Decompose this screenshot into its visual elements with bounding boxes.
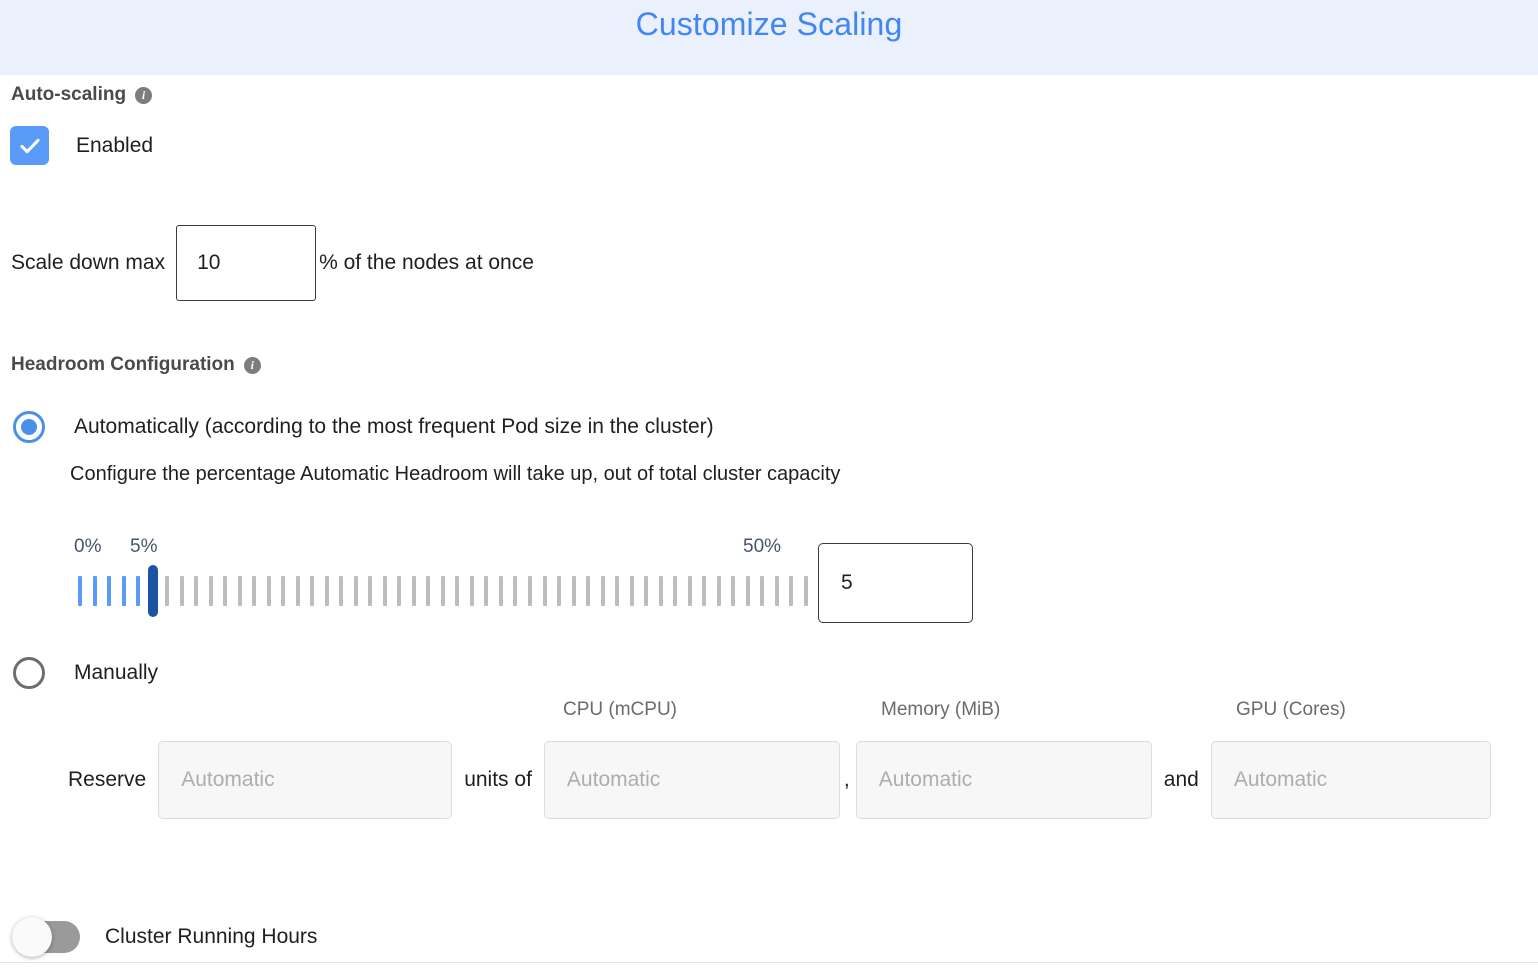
cluster-running-hours-row[interactable]: Cluster Running Hours bbox=[12, 917, 318, 957]
comma-separator: , bbox=[843, 768, 850, 791]
gpu-input[interactable]: Automatic bbox=[1210, 741, 1491, 819]
slider-thumb[interactable] bbox=[147, 565, 158, 617]
slider-tick bbox=[339, 576, 344, 606]
slider-tick bbox=[455, 576, 460, 606]
slider-tick bbox=[411, 576, 416, 606]
slider-tick bbox=[789, 576, 794, 606]
slider-tick bbox=[194, 576, 199, 606]
slider-tick bbox=[426, 576, 431, 606]
slider-tick bbox=[469, 576, 474, 606]
slider-tick bbox=[774, 576, 779, 606]
slider-tick bbox=[397, 576, 402, 606]
enabled-checkbox[interactable] bbox=[10, 126, 49, 165]
slider-tick bbox=[266, 576, 271, 606]
scale-down-max-input[interactable]: 10 bbox=[176, 225, 317, 301]
memory-input[interactable]: Automatic bbox=[855, 741, 1152, 819]
radio-automatically-label: Automatically (according to the most fre… bbox=[74, 415, 714, 438]
slider-tick bbox=[440, 576, 445, 606]
slider-track[interactable] bbox=[78, 574, 808, 608]
slider-tick bbox=[673, 576, 678, 606]
reserve-label: Reserve bbox=[68, 768, 147, 791]
slider-tick bbox=[179, 576, 184, 606]
toggle-knob bbox=[12, 917, 52, 957]
slider-tick bbox=[281, 576, 286, 606]
slider-tick bbox=[629, 576, 634, 606]
slider-tick bbox=[513, 576, 518, 606]
info-icon[interactable]: i bbox=[135, 86, 153, 104]
scale-down-max-row: Scale down max 10 % of the nodes at once bbox=[11, 225, 534, 301]
slider-max-label: 50% bbox=[743, 536, 782, 557]
page-title: Customize Scaling bbox=[635, 6, 903, 42]
headroom-configuration-heading: Headroom Configuration i bbox=[11, 354, 261, 376]
auto-scaling-label: Auto-scaling bbox=[11, 84, 127, 105]
scale-down-max-suffix: % of the nodes at once bbox=[319, 251, 534, 274]
enabled-label: Enabled bbox=[76, 133, 154, 157]
cpu-column-label: CPU (mCPU) bbox=[563, 699, 677, 720]
slider-tick bbox=[208, 576, 213, 606]
cpu-input[interactable]: Automatic bbox=[543, 741, 840, 819]
slider-min-label: 0% bbox=[74, 536, 102, 557]
headroom-configuration-label: Headroom Configuration bbox=[11, 354, 235, 375]
cluster-running-hours-label: Cluster Running Hours bbox=[105, 925, 318, 948]
headroom-percentage-slider[interactable]: 0% 5% 50% bbox=[74, 536, 808, 631]
slider-tick bbox=[803, 576, 808, 606]
slider-tick bbox=[760, 576, 765, 606]
headroom-percentage-input[interactable]: 5 bbox=[818, 543, 973, 623]
radio-manually[interactable] bbox=[13, 657, 45, 689]
slider-tick bbox=[731, 576, 736, 606]
headroom-description: Configure the percentage Automatic Headr… bbox=[70, 463, 841, 485]
slider-tick bbox=[542, 576, 547, 606]
panel-header: Customize Scaling bbox=[0, 0, 1538, 75]
auto-scaling-heading: Auto-scaling i bbox=[11, 84, 153, 106]
slider-tick bbox=[324, 576, 329, 606]
slider-tick bbox=[92, 576, 97, 606]
slider-tick bbox=[745, 576, 750, 606]
slider-tick bbox=[368, 576, 373, 606]
slider-tick bbox=[382, 576, 387, 606]
slider-tick bbox=[107, 576, 112, 606]
slider-tick bbox=[252, 576, 257, 606]
bottom-divider bbox=[0, 962, 1538, 963]
slider-tick bbox=[571, 576, 576, 606]
slider-tick bbox=[484, 576, 489, 606]
headroom-option-manually[interactable]: Manually bbox=[13, 657, 158, 689]
slider-tick bbox=[310, 576, 315, 606]
info-icon[interactable]: i bbox=[243, 356, 261, 374]
slider-tick bbox=[353, 576, 358, 606]
and-label: and bbox=[1163, 768, 1199, 791]
slider-tick bbox=[121, 576, 126, 606]
reserve-units-input[interactable]: Automatic bbox=[158, 741, 453, 819]
slider-tick bbox=[687, 576, 692, 606]
slider-tick bbox=[716, 576, 721, 606]
radio-automatically[interactable] bbox=[13, 411, 45, 443]
cluster-running-hours-toggle[interactable] bbox=[12, 917, 80, 957]
auto-scaling-enabled-row[interactable]: Enabled bbox=[10, 126, 153, 165]
slider-tick bbox=[586, 576, 591, 606]
radio-manually-label: Manually bbox=[74, 661, 159, 684]
memory-column-label: Memory (MiB) bbox=[881, 699, 1001, 720]
slider-tick bbox=[527, 576, 532, 606]
slider-tick bbox=[644, 576, 649, 606]
slider-current-label: 5% bbox=[130, 536, 158, 557]
slider-tick bbox=[237, 576, 242, 606]
headroom-option-automatically[interactable]: Automatically (according to the most fre… bbox=[13, 411, 714, 443]
slider-tick bbox=[702, 576, 707, 606]
units-of-label: units of bbox=[464, 768, 532, 791]
slider-tick bbox=[600, 576, 605, 606]
slider-tick bbox=[295, 576, 300, 606]
slider-tick bbox=[78, 576, 82, 606]
scale-down-max-label: Scale down max bbox=[11, 251, 166, 274]
slider-tick bbox=[165, 576, 170, 606]
slider-tick bbox=[658, 576, 663, 606]
slider-tick bbox=[498, 576, 503, 606]
gpu-column-label: GPU (Cores) bbox=[1236, 699, 1346, 720]
slider-tick bbox=[223, 576, 228, 606]
reserve-row: Reserve Automatic units of Automatic , A… bbox=[68, 741, 1491, 819]
slider-tick bbox=[557, 576, 562, 606]
slider-tick bbox=[136, 576, 141, 606]
slider-tick bbox=[615, 576, 620, 606]
